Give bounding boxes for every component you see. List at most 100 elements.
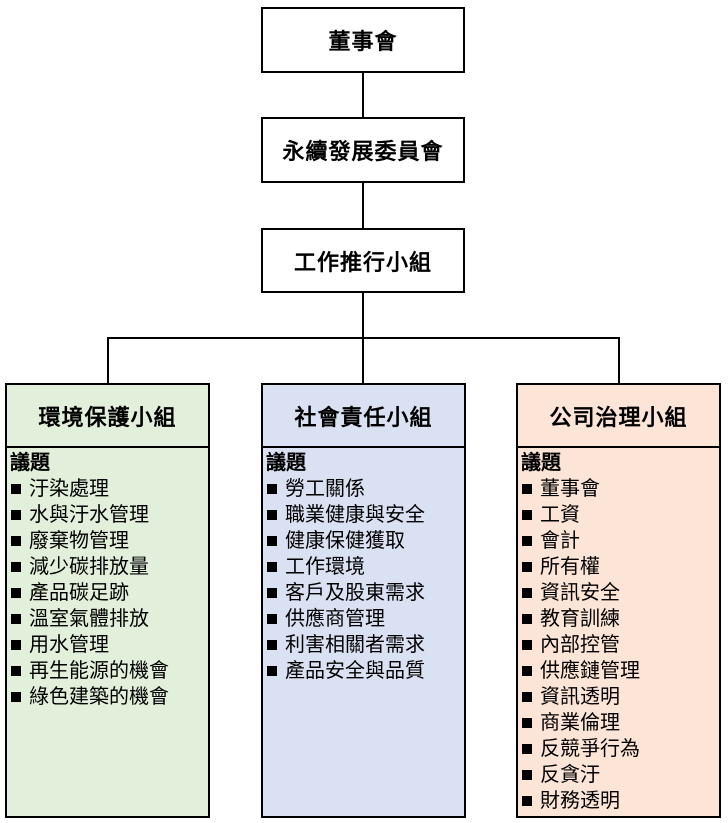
topics-list: 汙染處理水與汙水管理廢棄物管理減少碳排放量產品碳足跡溫室氣體排放用水管理再生能源… — [10, 476, 206, 710]
group-environmental-protection: 環境保護小組 議題 汙染處理水與汙水管理廢棄物管理減少碳排放量產品碳足跡溫室氣體… — [5, 383, 210, 818]
group-social-responsibility: 社會責任小組 議題 勞工關係職業健康與安全健康保健獲取工作環境客戶及股東需求供應… — [261, 383, 466, 818]
node-task-force: 工作推行小組 — [261, 228, 465, 293]
bullet-square-icon — [11, 614, 21, 624]
group-title: 公司治理小組 — [518, 385, 719, 448]
bullet-square-icon — [11, 484, 21, 494]
bullet-square-icon — [522, 536, 532, 546]
topic-label: 廢棄物管理 — [29, 530, 129, 552]
connector-taskforce-to-branch — [362, 293, 364, 338]
bullet-square-icon — [522, 796, 532, 806]
topic-item: 內部控管 — [521, 632, 717, 658]
topic-item: 供應商管理 — [266, 606, 462, 632]
group-title-label: 環境保護小組 — [38, 404, 177, 430]
topic-label: 工作環境 — [285, 556, 365, 578]
group-body: 議題 勞工關係職業健康與安全健康保健獲取工作環境客戶及股東需求供應商管理利害相關… — [263, 448, 464, 684]
topics-list: 董事會工資會計所有權資訊安全教育訓練內部控管供應鏈管理資訊透明商業倫理反競爭行為… — [521, 476, 717, 814]
bullet-square-icon — [267, 614, 277, 624]
topic-item: 水與汙水管理 — [10, 502, 206, 528]
bullet-square-icon — [267, 640, 277, 650]
group-title: 環境保護小組 — [7, 385, 208, 448]
connector-committee-to-taskforce — [362, 183, 364, 228]
topic-item: 工資 — [521, 502, 717, 528]
bullet-square-icon — [11, 640, 21, 650]
topic-item: 用水管理 — [10, 632, 206, 658]
topic-label: 反貪汙 — [540, 764, 600, 786]
node-label: 工作推行小組 — [293, 249, 432, 275]
node-board-of-directors: 董事會 — [261, 7, 465, 73]
branch-drop-right — [618, 339, 620, 384]
topics-list: 勞工關係職業健康與安全健康保健獲取工作環境客戶及股東需求供應商管理利害相關者需求… — [266, 476, 462, 684]
bullet-square-icon — [522, 562, 532, 572]
topic-item: 工作環境 — [266, 554, 462, 580]
topic-label: 汙染處理 — [29, 478, 109, 500]
bullet-square-icon — [267, 666, 277, 676]
topic-item: 溫室氣體排放 — [10, 606, 206, 632]
topic-item: 供應鏈管理 — [521, 658, 717, 684]
connector-board-to-committee — [362, 73, 364, 117]
bullet-square-icon — [11, 588, 21, 598]
group-title-label: 公司治理小組 — [549, 404, 688, 430]
topic-label: 會計 — [540, 530, 580, 552]
topic-item: 反貪汙 — [521, 762, 717, 788]
bullet-square-icon — [522, 614, 532, 624]
topic-item: 汙染處理 — [10, 476, 206, 502]
topic-label: 產品碳足跡 — [29, 582, 129, 604]
bullet-square-icon — [11, 510, 21, 520]
topic-label: 董事會 — [540, 478, 600, 500]
topic-label: 綠色建築的機會 — [29, 686, 169, 708]
group-body: 議題 董事會工資會計所有權資訊安全教育訓練內部控管供應鏈管理資訊透明商業倫理反競… — [518, 448, 719, 814]
topic-item: 產品安全與品質 — [266, 658, 462, 684]
topic-item: 勞工關係 — [266, 476, 462, 502]
topic-label: 利害相關者需求 — [285, 634, 425, 656]
topic-label: 商業倫理 — [540, 712, 620, 734]
topic-item: 利害相關者需求 — [266, 632, 462, 658]
topic-item: 所有權 — [521, 554, 717, 580]
node-label: 永續發展委員會 — [282, 139, 444, 164]
topic-item: 健康保健獲取 — [266, 528, 462, 554]
bullet-square-icon — [11, 692, 21, 702]
topic-item: 董事會 — [521, 476, 717, 502]
bullet-square-icon — [267, 588, 277, 598]
topic-item: 資訊安全 — [521, 580, 717, 606]
topic-label: 勞工關係 — [285, 478, 365, 500]
topic-label: 供應鏈管理 — [540, 660, 640, 682]
topic-label: 職業健康與安全 — [285, 504, 425, 526]
group-title-label: 社會責任小組 — [294, 404, 433, 430]
topic-label: 資訊安全 — [540, 582, 620, 604]
topic-label: 供應商管理 — [285, 608, 385, 630]
topic-item: 會計 — [521, 528, 717, 554]
group-title: 社會責任小組 — [263, 385, 464, 448]
branch-drop-middle — [362, 339, 364, 384]
topic-item: 資訊透明 — [521, 684, 717, 710]
bullet-square-icon — [522, 744, 532, 754]
topic-label: 溫室氣體排放 — [29, 608, 149, 630]
topic-label: 工資 — [540, 504, 580, 526]
topic-item: 減少碳排放量 — [10, 554, 206, 580]
topic-item: 反競爭行為 — [521, 736, 717, 762]
topic-label: 資訊透明 — [540, 686, 620, 708]
bullet-square-icon — [522, 770, 532, 780]
bullet-square-icon — [522, 484, 532, 494]
topic-item: 教育訓練 — [521, 606, 717, 632]
topic-item: 再生能源的機會 — [10, 658, 206, 684]
group-corporate-governance: 公司治理小組 議題 董事會工資會計所有權資訊安全教育訓練內部控管供應鏈管理資訊透… — [516, 383, 721, 818]
topic-label: 用水管理 — [29, 634, 109, 656]
topic-item: 綠色建築的機會 — [10, 684, 206, 710]
topic-label: 所有權 — [540, 556, 600, 578]
bullet-square-icon — [267, 510, 277, 520]
bullet-square-icon — [522, 666, 532, 676]
bullet-square-icon — [522, 510, 532, 520]
topic-item: 客戶及股東需求 — [266, 580, 462, 606]
bullet-square-icon — [11, 562, 21, 572]
node-sustainability-committee: 永續發展委員會 — [261, 117, 465, 183]
bullet-square-icon — [267, 484, 277, 494]
topics-header: 議題 — [10, 452, 50, 474]
branch-horizontal-line — [107, 337, 620, 339]
bullet-square-icon — [522, 718, 532, 728]
topic-item: 職業健康與安全 — [266, 502, 462, 528]
topics-header: 議題 — [521, 452, 561, 474]
topic-item: 產品碳足跡 — [10, 580, 206, 606]
topics-header: 議題 — [266, 452, 306, 474]
bullet-square-icon — [522, 588, 532, 598]
